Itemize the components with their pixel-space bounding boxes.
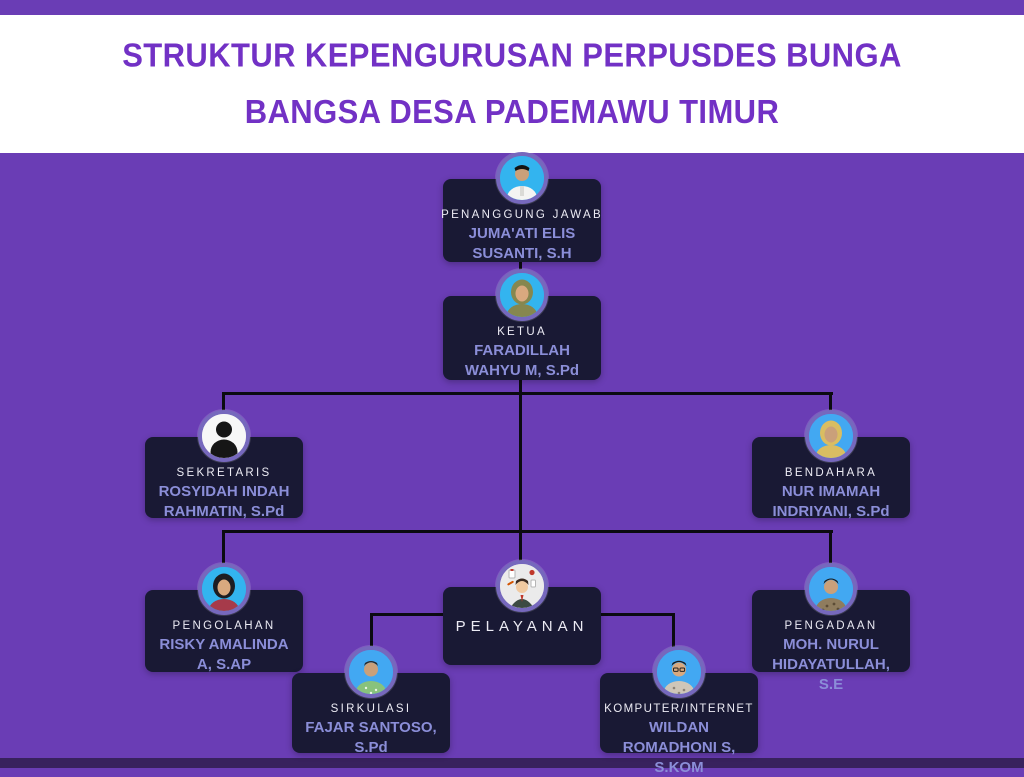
black-hijab-woman-avatar-icon bbox=[198, 563, 250, 615]
connector-drop-sekretaris bbox=[222, 392, 225, 418]
connector-drop-pengolahan bbox=[222, 530, 225, 568]
green-hijab-woman-avatar-icon bbox=[496, 269, 548, 321]
person-name: WILDAN ROMADHONI S, S.KOM bbox=[622, 719, 736, 776]
page-title: STRUKTUR KEPENGURUSAN PERPUSDES BUNGA BA… bbox=[122, 28, 902, 140]
connector-penanggungjawab-ketua bbox=[519, 261, 522, 273]
role-label: PENGADAAN bbox=[784, 620, 878, 632]
role-label: PELAYANAN bbox=[455, 617, 589, 635]
header-band: STRUKTUR KEPENGURUSAN PERPUSDES BUNGA BA… bbox=[0, 15, 1024, 153]
role-label: KETUA bbox=[497, 326, 547, 338]
bottom-border-strip bbox=[0, 758, 1024, 768]
green-shirt-man-avatar-icon bbox=[345, 646, 397, 698]
role-label: KOMPUTER/INTERNET bbox=[604, 703, 754, 715]
role-label: SEKRETARIS bbox=[176, 467, 272, 479]
connector-drop-bendahara bbox=[829, 392, 832, 418]
page-title-line2: BANGSA DESA PADEMAWU TIMUR bbox=[244, 92, 780, 131]
connector-pelayanan-left bbox=[370, 613, 444, 616]
customer-service-illustration-icon bbox=[496, 560, 548, 612]
connector-row2-horizontal bbox=[222, 392, 833, 395]
person-name: JUMA'ATI ELIS SUSANTI, S.H bbox=[468, 225, 576, 262]
person-name: ROSYIDAH INDAH RAHMATIN, S.Pd bbox=[158, 483, 290, 520]
person-name: RISKY AMALINDA A, S.AP bbox=[159, 636, 289, 673]
org-node-komputer-internet: KOMPUTER/INTERNET WILDAN ROMADHONI S, S.… bbox=[600, 673, 758, 776]
yellow-hijab-woman-avatar-icon bbox=[805, 410, 857, 462]
person-name: FARADILLAH WAHYU M, S.Pd bbox=[464, 342, 580, 379]
role-label: SIRKULASI bbox=[330, 703, 412, 715]
connector-drop-komputer-internet bbox=[672, 613, 675, 651]
role-label: BENDAHARA bbox=[784, 467, 878, 479]
connector-pelayanan-right bbox=[600, 613, 675, 616]
person-name: NUR IMAMAH INDRIYANI, S.Pd bbox=[772, 483, 890, 520]
role-label: PENGOLAHAN bbox=[172, 620, 276, 632]
org-node-pengadaan: PENGADAAN MOH. NURUL HIDAYATULLAH, S.E bbox=[752, 590, 910, 693]
official-uniform-person-avatar-icon bbox=[496, 152, 548, 204]
page-title-line1: STRUKTUR KEPENGURUSAN PERPUSDES BUNGA bbox=[122, 36, 902, 75]
person-name: FAJAR SANTOSO, S.Pd bbox=[305, 719, 437, 756]
role-label: PENANGGUNG JAWAB bbox=[441, 209, 603, 221]
connector-drop-sirkulasi bbox=[370, 613, 373, 651]
person-name: MOH. NURUL HIDAYATULLAH, S.E bbox=[772, 636, 890, 693]
batik-shirt-young-man-avatar-icon bbox=[805, 563, 857, 615]
glasses-batik-man-avatar-icon bbox=[653, 646, 705, 698]
connector-drop-pengadaan bbox=[829, 530, 832, 568]
person-silhouette-avatar-icon bbox=[198, 410, 250, 462]
connector-row3-horizontal bbox=[222, 530, 833, 533]
connector-ketua-center-drop bbox=[519, 380, 522, 564]
